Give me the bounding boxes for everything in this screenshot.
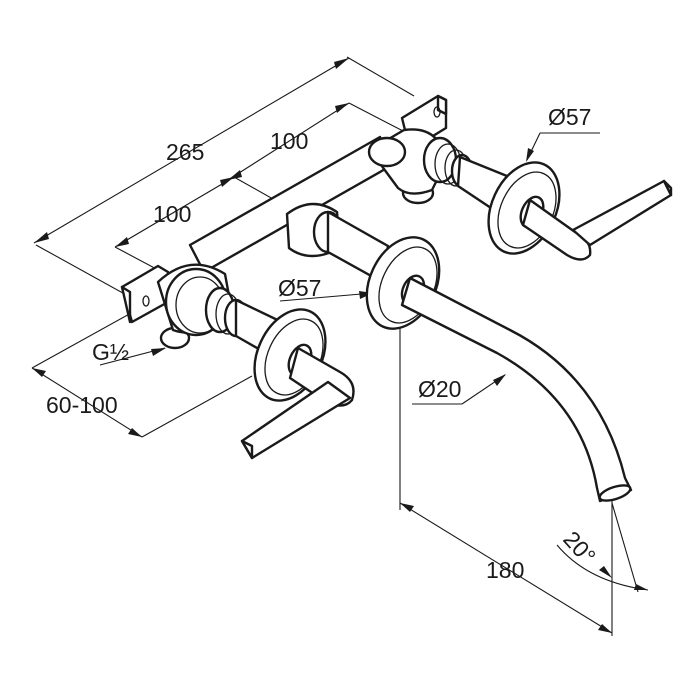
spout (400, 276, 633, 503)
left-lever-handle (240, 346, 355, 460)
dim-rosette-diameter-center: Ø57 (278, 275, 321, 301)
dim-connection-thread: G½ (92, 339, 129, 365)
dim-overall-width: 265 (166, 139, 204, 165)
dim-spout-angle: 20° (558, 526, 601, 569)
left-valve-body (156, 263, 292, 362)
dimension-labels: 265 100 100 Ø57 Ø57 G½ 60-100 Ø20 180 20… (46, 104, 601, 583)
dim-valve-spacing-front: 100 (153, 201, 191, 227)
faucet-body (120, 94, 673, 503)
right-valve-body (367, 128, 514, 216)
dim-wall-depth: 60-100 (46, 392, 118, 418)
right-lever-handle (521, 179, 673, 261)
dim-valve-spacing-rear: 100 (270, 128, 308, 154)
dim-rosette-diameter-right: Ø57 (548, 104, 591, 130)
dim-spout-diameter: Ø20 (418, 376, 461, 402)
dim-spout-projection: 180 (486, 557, 524, 583)
